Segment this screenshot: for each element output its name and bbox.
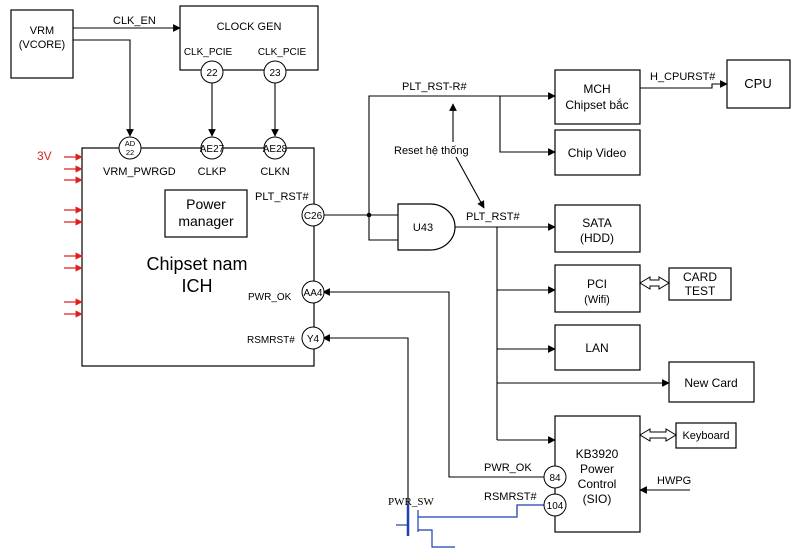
hwpg-label: HWPG bbox=[657, 475, 691, 487]
pin-ad22: AD 22 bbox=[118, 136, 142, 160]
new-card-label: New Card bbox=[684, 376, 737, 390]
pin-84: 84 bbox=[543, 465, 567, 489]
pin-aa4: AA4 bbox=[301, 280, 325, 304]
sata-block: SATA (HDD) bbox=[554, 204, 641, 253]
kb3920-label-1: KB3920 bbox=[576, 447, 619, 461]
pci-label-1: PCI bbox=[587, 277, 607, 291]
svg-text:AA4: AA4 bbox=[304, 288, 323, 299]
pwr-ok-kb-label: PWR_OK bbox=[484, 462, 532, 474]
lan-label: LAN bbox=[585, 341, 608, 355]
svg-text:AD: AD bbox=[125, 139, 136, 148]
chip-video-block: Chip Video bbox=[554, 129, 641, 176]
svg-text:22: 22 bbox=[126, 148, 134, 157]
supply-3v-arrows: 3V bbox=[37, 149, 83, 318]
vrm-label-2: (VCORE) bbox=[19, 39, 65, 51]
kb3920-block: KB3920 Power Control (SIO) bbox=[554, 415, 641, 533]
clkp-label: CLKP bbox=[198, 166, 227, 178]
pin-y4: Y4 bbox=[301, 326, 325, 350]
reset-he-thong-label: Reset hệ thống bbox=[394, 145, 469, 157]
pin-104: 104 bbox=[543, 493, 567, 517]
svg-text:23: 23 bbox=[269, 68, 281, 79]
supply-3v-label: 3V bbox=[37, 149, 52, 163]
mch-label-2: Chipset bắc bbox=[565, 97, 628, 112]
cpu-block: CPU bbox=[726, 59, 791, 109]
u43-and-gate: U43 bbox=[397, 203, 456, 251]
clk-pcie-label-2: CLK_PCIE bbox=[258, 47, 307, 58]
svg-text:C26: C26 bbox=[304, 211, 323, 222]
card-test-label-1: CARD bbox=[683, 270, 717, 284]
card-test-label-2: TEST bbox=[685, 284, 716, 298]
signal-wires bbox=[73, 24, 728, 515]
h-cpurst-label: H_CPURST# bbox=[650, 71, 716, 83]
pin-c26: C26 bbox=[301, 203, 325, 227]
vrm-label-1: VRM bbox=[30, 25, 54, 37]
keyboard-block: Keyboard bbox=[675, 422, 737, 449]
mch-block: MCH Chipset bắc bbox=[554, 69, 641, 125]
clock-gen-block: CLOCK GEN CLK_PCIE CLK_PCIE bbox=[179, 5, 319, 71]
kb3920-label-4: (SIO) bbox=[583, 492, 612, 506]
svg-text:AE28: AE28 bbox=[263, 144, 288, 155]
pin-ae27: AE27 bbox=[200, 136, 225, 160]
clk-pcie-label-1: CLK_PCIE bbox=[184, 47, 233, 58]
card-test-block: CARD TEST bbox=[668, 267, 732, 301]
clkn-label: CLKN bbox=[260, 166, 289, 178]
cpu-label: CPU bbox=[744, 76, 771, 91]
svg-text:104: 104 bbox=[547, 501, 564, 512]
power-manager-block: Power manager bbox=[164, 189, 248, 238]
vrm-block: VRM (VCORE) bbox=[10, 9, 74, 79]
power-manager-label-2: manager bbox=[178, 213, 234, 229]
chip-video-label: Chip Video bbox=[568, 146, 627, 160]
lan-block: LAN bbox=[554, 324, 641, 371]
svg-text:84: 84 bbox=[549, 473, 561, 484]
svg-text:AE27: AE27 bbox=[200, 144, 225, 155]
kb3920-label-3: Control bbox=[578, 477, 617, 491]
pins: 22 23 AD 22 AE27 AE28 C26 AA4 Y4 bbox=[118, 60, 567, 517]
chipset-nam-label-2: ICH bbox=[182, 276, 213, 296]
svg-text:22: 22 bbox=[206, 68, 218, 79]
pin-ae28: AE28 bbox=[263, 136, 288, 160]
rsmrst-ich-label: RSMRST# bbox=[247, 335, 295, 346]
pwr-sw-label: PWR_SW bbox=[388, 496, 434, 508]
clock-gen-label: CLOCK GEN bbox=[217, 21, 282, 33]
power-manager-label-1: Power bbox=[186, 196, 226, 212]
ich-chipset-block: Chipset nam ICH bbox=[81, 147, 315, 367]
plt-rst-r-label: PLT_RST-R# bbox=[402, 81, 467, 93]
pci-label-2: (Wifi) bbox=[584, 294, 610, 306]
rsmrst-kb-label: RSMRST# bbox=[484, 491, 537, 503]
bidirectional-arrows bbox=[639, 276, 677, 442]
kb3920-label-2: Power bbox=[580, 462, 614, 476]
pci-block: PCI (Wifi) bbox=[554, 264, 641, 313]
plt-rst-u43-label: PLT_RST# bbox=[466, 211, 520, 223]
plt-rst-ich-label: PLT_RST# bbox=[255, 191, 309, 203]
keyboard-label: Keyboard bbox=[682, 430, 729, 442]
pwr-sw-switch: PWR_SW bbox=[388, 496, 546, 548]
svg-text:Y4: Y4 bbox=[307, 334, 320, 345]
mch-label-1: MCH bbox=[583, 82, 610, 96]
pin-22: 22 bbox=[200, 60, 224, 84]
pin-23: 23 bbox=[263, 60, 287, 84]
signal-labels: CLK_EN VRM_PWRGD CLKP CLKN PLT_RST# PWR_… bbox=[103, 15, 716, 503]
sata-label-1: SATA bbox=[582, 216, 612, 230]
sata-label-2: (HDD) bbox=[580, 231, 614, 245]
u43-label: U43 bbox=[413, 222, 433, 234]
clk-en-label: CLK_EN bbox=[113, 15, 156, 27]
new-card-block: New Card bbox=[668, 361, 755, 403]
chipset-nam-label-1: Chipset nam bbox=[146, 254, 247, 274]
pwr-ok-ich-label: PWR_OK bbox=[248, 292, 292, 303]
vrm-pwrgd-label: VRM_PWRGD bbox=[103, 166, 176, 178]
